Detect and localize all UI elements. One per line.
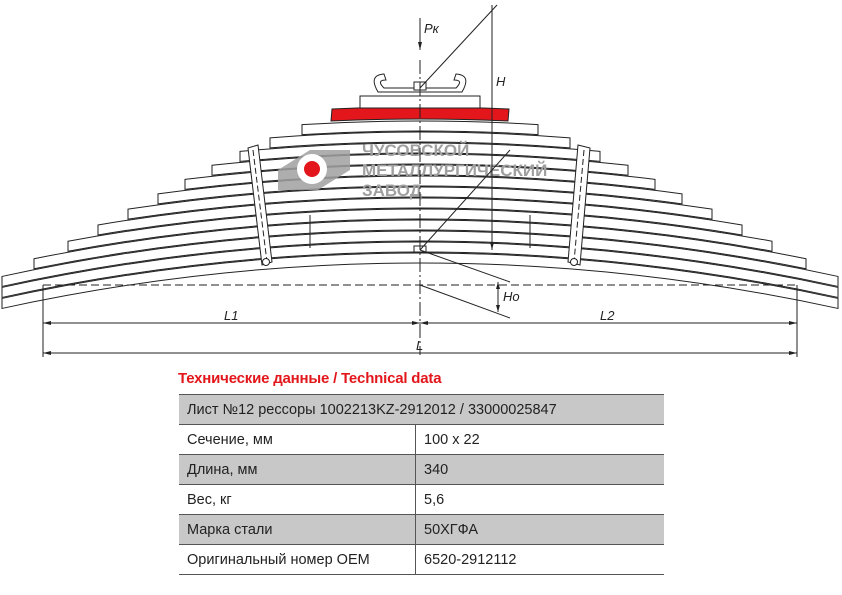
row-label: Оригинальный номер OEM [179,544,416,575]
technical-data-title: Технические данные / Technical data [178,370,442,387]
leaf-spring-drawing: ЧУСОВСКОЙ МЕТАЛЛУРГИЧЕСКИЙ ЗАВОД Pк H Hо… [1,4,839,357]
row-value: 6520-2912112 [415,544,664,575]
row-label: Сечение, мм [179,424,416,455]
spring-leaf [127,186,713,220]
spring-leaf [1,241,839,299]
table-header: Лист №12 рессоры 1002213KZ-2912012 / 330… [179,394,664,425]
right-clamp [567,144,591,266]
watermark-line1: ЧУСОВСКОЙ [362,141,469,160]
label-pk: Pк [424,21,440,36]
spring-leaf [67,208,773,252]
label-l1: L1 [224,308,238,323]
company-logo-watermark: ЧУСОВСКОЙ МЕТАЛЛУРГИЧЕСКИЙ ЗАВОД [278,141,547,200]
row-label: Марка стали [179,514,416,545]
row-value: 340 [415,454,664,485]
row-value: 100 х 22 [415,424,664,455]
spring-leaf [1,252,839,310]
left-clamp [247,144,273,266]
technical-data-table: Лист №12 рессоры 1002213KZ-2912012 / 330… [179,394,664,575]
row-value: 50ХГФА [415,514,664,545]
label-l: L [416,338,423,353]
spring-leaf [1,230,839,288]
row-label: Длина, мм [179,454,416,485]
label-l2: L2 [600,308,615,323]
label-h: H [496,74,506,89]
watermark-line3: ЗАВОД [362,181,422,200]
row-value: 5,6 [415,484,664,515]
row-label: Вес, кг [179,484,416,515]
label-h0: Hо [503,289,520,304]
watermark-line2: МЕТАЛЛУРГИЧЕСКИЙ [362,161,547,180]
